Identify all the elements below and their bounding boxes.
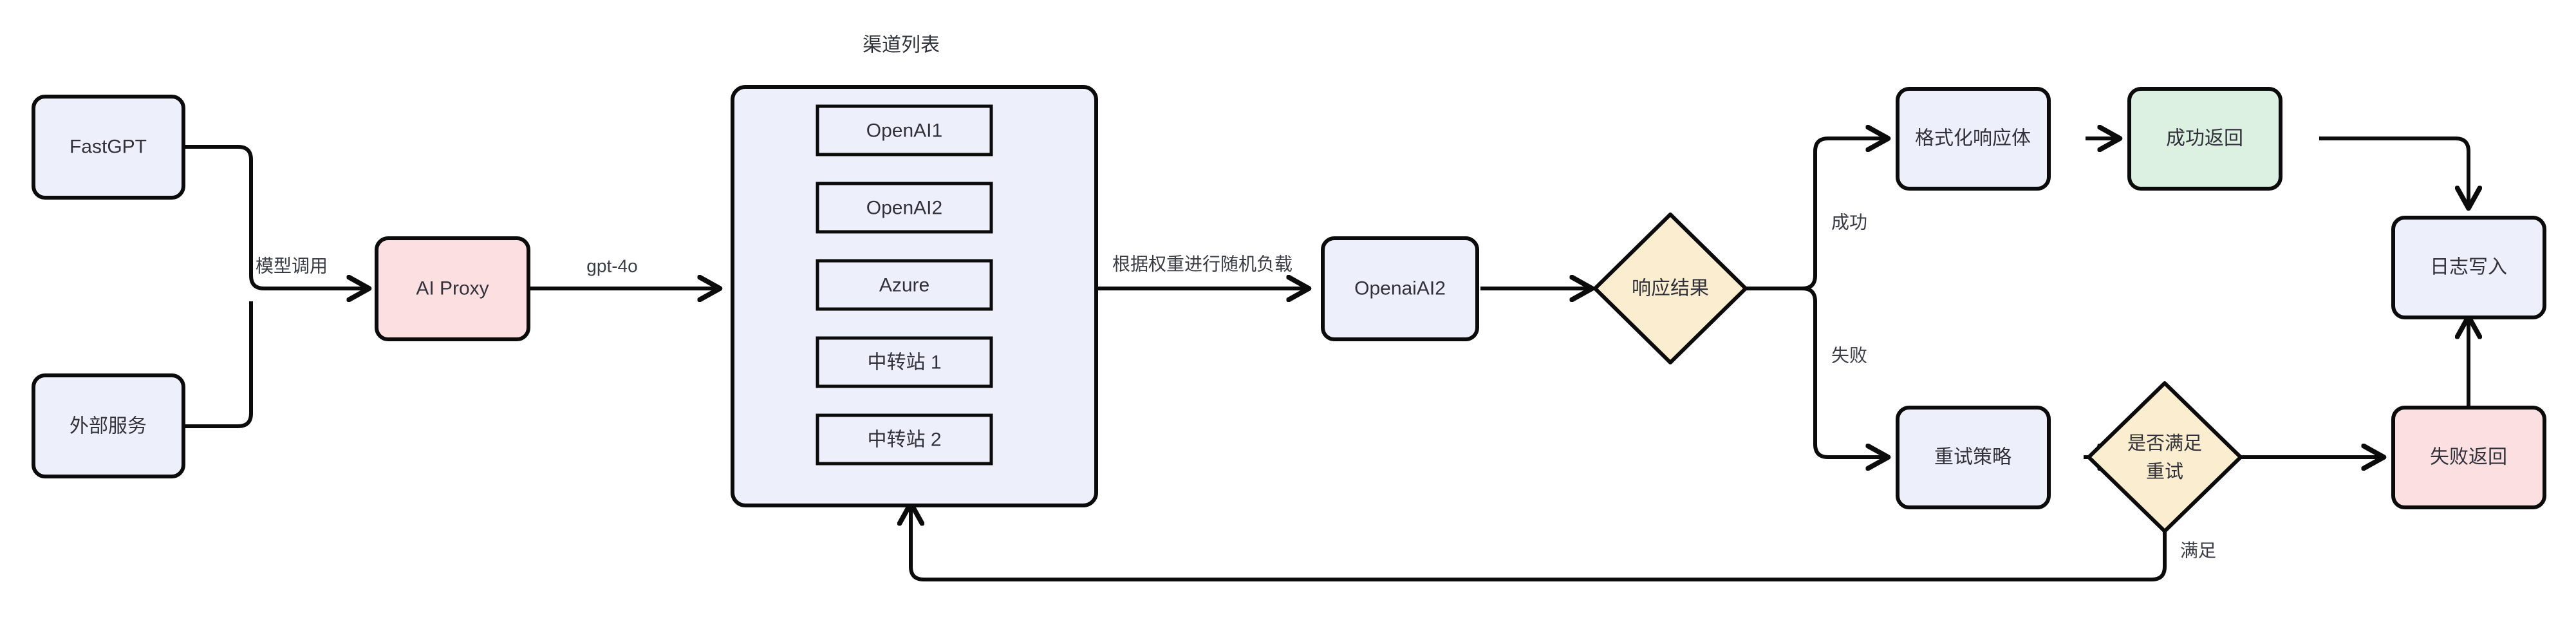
node-can-retry-diamond[interactable]	[2087, 381, 2243, 533]
node-ai-proxy[interactable]: AI Proxy	[375, 236, 530, 341]
node-can-retry-label-line1: 是否满足	[2127, 433, 2202, 454]
channel-item-relay-1-box[interactable]	[816, 336, 993, 388]
node-retry-strategy-box[interactable]	[1896, 406, 2051, 509]
node-can-retry-label-line2: 重试	[2146, 461, 2183, 482]
node-log-write[interactable]: 日志写入	[2391, 216, 2546, 319]
node-openaiai2-box[interactable]	[1321, 236, 1479, 341]
channel-item-azure-box[interactable]	[816, 259, 993, 311]
edge-label-gpt4o: gpt-4o	[586, 256, 637, 276]
node-success-return[interactable]: 成功返回	[2127, 87, 2282, 191]
edge-label-weighted-random: 根据权重进行随机负载	[1112, 254, 1293, 274]
edge-success-to-log	[2319, 137, 2469, 206]
node-ai-proxy-box[interactable]	[375, 236, 530, 341]
node-response-result-label: 响应结果	[1632, 278, 1709, 299]
channel-item-relay-2-box[interactable]	[816, 413, 993, 466]
node-response-result[interactable]: 响应结果	[1593, 212, 1748, 364]
node-response-result-diamond[interactable]	[1593, 212, 1748, 364]
node-format-response-body[interactable]: 格式化响应体	[1896, 87, 2051, 191]
node-success-return-box[interactable]	[2127, 87, 2282, 191]
node-format-response-body-label: 格式化响应体	[1915, 128, 2031, 149]
channel-item-relay-1[interactable]: 中转站 1	[816, 336, 993, 388]
edge-fastgpt-to-aiproxy	[183, 145, 367, 288]
node-external-service-box[interactable]	[32, 373, 185, 478]
nodes-layer: FastGPT 外部服务 AI Proxy OpenaiAI2 响应结果 格式化	[32, 87, 2546, 533]
channel-item-azure[interactable]: Azure	[816, 259, 993, 311]
edge-label-model-call: 模型调用	[256, 256, 328, 276]
channel-item-openai1[interactable]: OpenAI1	[816, 104, 993, 156]
edge-external-to-aiproxy	[183, 301, 253, 428]
edge-result-to-retry	[1746, 287, 1886, 457]
edge-labels-layer: 模型调用 gpt-4o 根据权重进行随机负载 成功 失败 满足	[256, 212, 2216, 561]
node-retry-strategy-label: 重试策略	[1934, 447, 2011, 468]
node-log-write-box[interactable]	[2391, 216, 2546, 319]
channel-item-azure-label: Azure	[879, 275, 929, 296]
channel-item-openai2[interactable]: OpenAI2	[816, 182, 993, 234]
channel-item-openai1-box[interactable]	[816, 104, 993, 156]
node-external-service-label: 外部服务	[70, 416, 147, 437]
channel-item-openai2-label: OpenAI2	[866, 198, 942, 219]
node-openaiai2[interactable]: OpenaiAI2	[1321, 236, 1479, 341]
edge-canretry-to-channels-loop	[911, 505, 2167, 581]
node-failed-return[interactable]: 失败返回	[2391, 406, 2546, 509]
channel-item-relay-2[interactable]: 中转站 2	[816, 413, 993, 466]
node-external-service[interactable]: 外部服务	[32, 373, 185, 478]
node-log-write-label: 日志写入	[2430, 257, 2507, 278]
node-fastgpt-label: FastGPT	[70, 137, 147, 158]
node-failed-return-box[interactable]	[2391, 406, 2546, 509]
edges-layer	[183, 137, 2469, 581]
node-ai-proxy-label: AI Proxy	[416, 278, 489, 299]
node-openaiai2-label: OpenaiAI2	[1354, 278, 1446, 299]
node-retry-strategy[interactable]: 重试策略	[1896, 406, 2051, 509]
node-format-response-body-box[interactable]	[1896, 87, 2051, 191]
node-can-retry[interactable]: 是否满足 重试	[2087, 381, 2243, 533]
edge-label-success: 成功	[1831, 212, 1867, 232]
node-success-return-label: 成功返回	[2166, 128, 2243, 149]
channel-list-group[interactable]: 渠道列表 OpenAI1 OpenAI2 Azure 中转站 1 中转站 2	[731, 35, 1098, 507]
channel-item-openai1-label: OpenAI1	[866, 120, 942, 142]
channel-list-title: 渠道列表	[863, 35, 940, 56]
channel-item-relay-1-label: 中转站 1	[867, 352, 941, 373]
channel-item-relay-2-label: 中转站 2	[867, 429, 941, 451]
node-fastgpt-box[interactable]	[32, 95, 185, 200]
node-failed-return-label: 失败返回	[2430, 447, 2507, 468]
node-fastgpt[interactable]: FastGPT	[32, 95, 185, 200]
edge-label-satisfied: 满足	[2180, 541, 2216, 561]
edge-label-failure: 失败	[1831, 346, 1867, 366]
channel-item-openai2-box[interactable]	[816, 182, 993, 234]
